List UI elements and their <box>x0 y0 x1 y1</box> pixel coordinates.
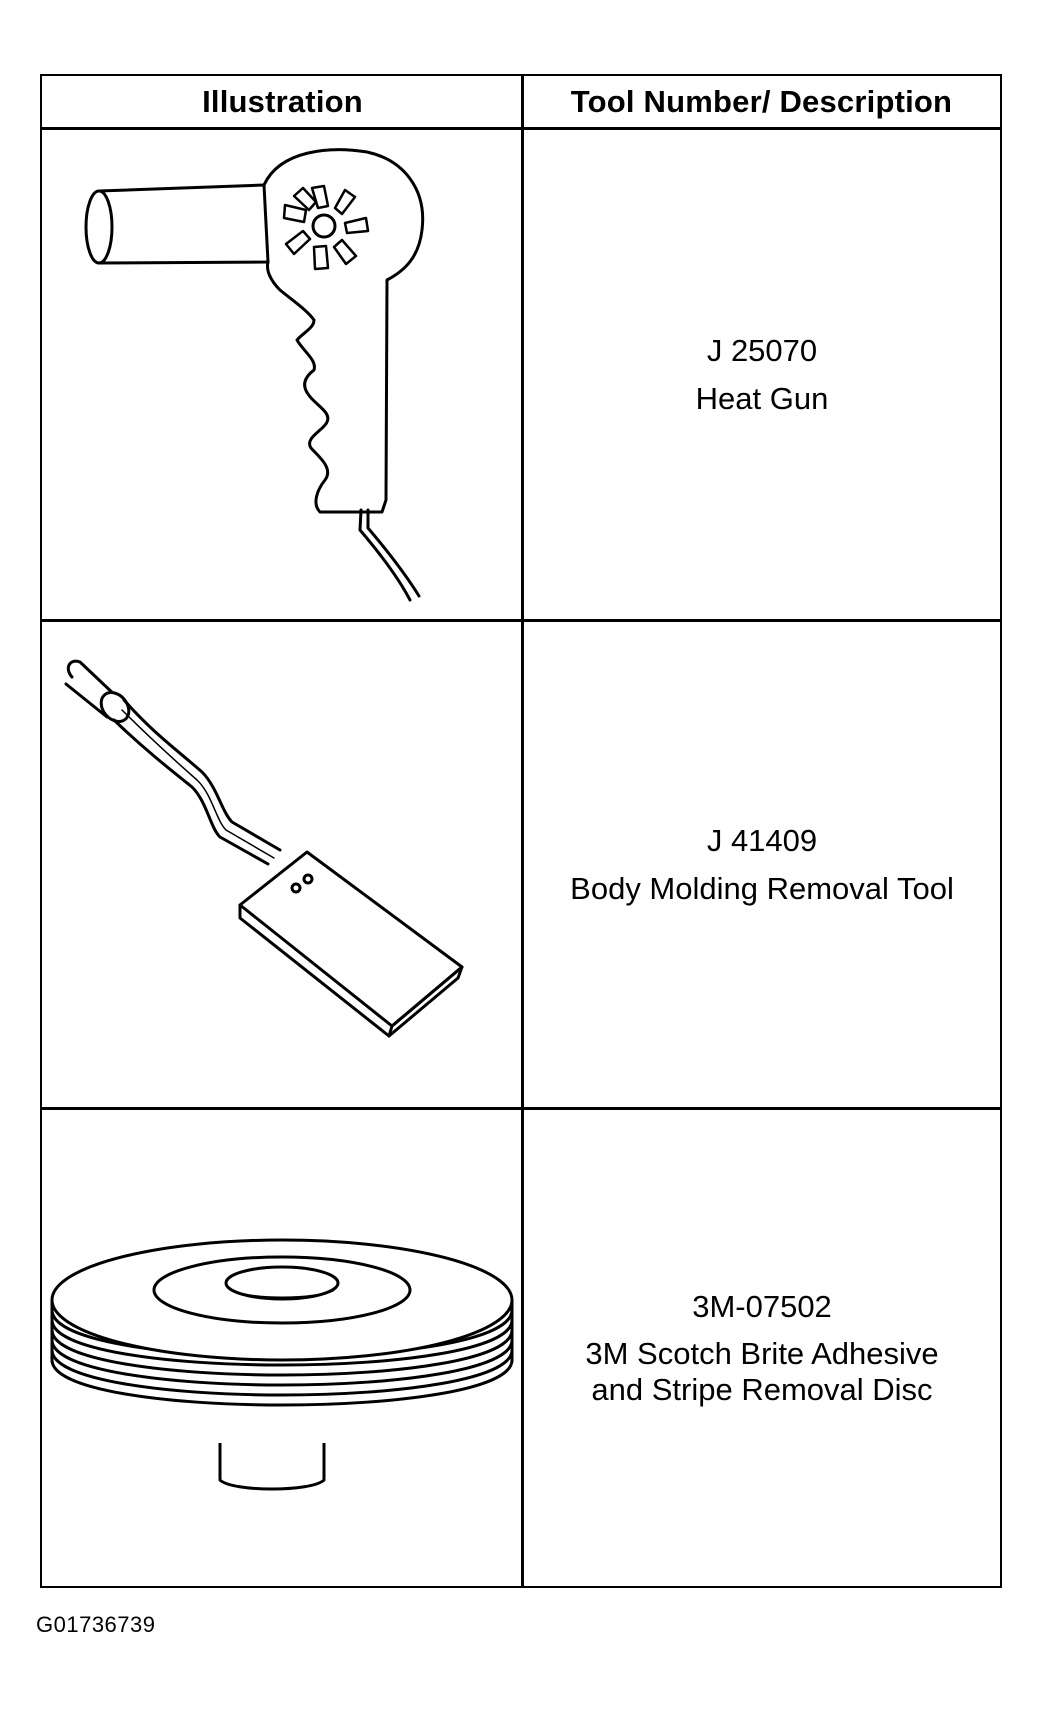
header-illustration: Illustration <box>202 83 363 119</box>
removal-disc-icon <box>50 1238 514 1491</box>
tool-description: 3M Scotch Brite Adhesive <box>585 1336 939 1372</box>
table-row: 3M-07502 3M Scotch Brite Adhesive and St… <box>42 1107 1000 1586</box>
tool-number: J 41409 <box>706 822 818 858</box>
figure-id: G01736739 <box>36 1612 156 1637</box>
illustration-cell <box>42 1110 521 1586</box>
heat-gun-icon <box>84 148 425 602</box>
header-row: Illustration Tool Number/ Description <box>42 76 1000 130</box>
tool-number: J 25070 <box>706 332 818 368</box>
column-divider <box>521 76 524 1586</box>
table-row: J 25070 Heat Gun <box>42 130 1000 619</box>
description-cell: 3M-07502 3M Scotch Brite Adhesive and St… <box>524 1110 1000 1586</box>
table-row: J 41409 Body Molding Removal Tool <box>42 619 1000 1107</box>
tool-description: Body Molding Removal Tool <box>570 870 954 906</box>
description-cell: J 41409 Body Molding Removal Tool <box>524 622 1000 1107</box>
illustration-cell <box>42 130 521 619</box>
tool-description: Heat Gun <box>695 380 829 416</box>
header-tool-number: Tool Number/ Description <box>570 83 953 119</box>
illustration-cell <box>42 622 521 1107</box>
molding-removal-tool-icon <box>64 659 464 1038</box>
description-cell: J 25070 Heat Gun <box>524 130 1000 619</box>
tool-number: 3M-07502 <box>692 1288 832 1324</box>
tool-description: and Stripe Removal Disc <box>591 1371 933 1407</box>
tool-table: Illustration Tool Number/ Description <box>40 74 1002 1588</box>
